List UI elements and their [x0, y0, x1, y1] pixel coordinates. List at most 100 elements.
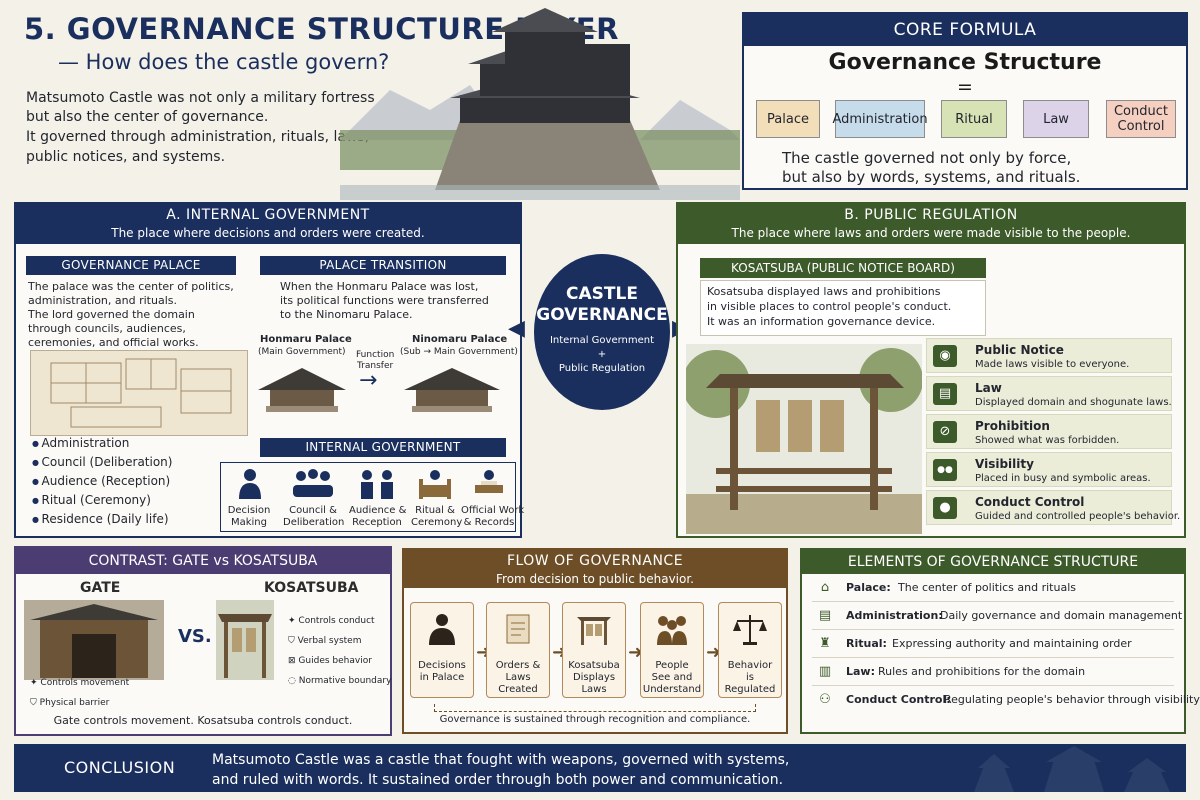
regulation-item-visibility: ●● Visibility Placed in busy and symboli…: [926, 452, 1172, 487]
kosatsuba-label: KOSATSUBA (PUBLIC NOTICE BOARD): [700, 258, 986, 278]
flow-line: Decisions: [418, 660, 466, 671]
formula-box-administration: Administration: [832, 100, 928, 138]
decision-making-icon: [239, 469, 261, 499]
gate-feature-movement: ✦ Controls movement: [30, 678, 129, 688]
element-value: Rules and prohibitions for the domain: [878, 665, 1086, 678]
item-title: Law: [975, 381, 1002, 395]
oval-subtitle: Internal Government + Public Regulation: [534, 334, 670, 376]
ninomaru-palace-image: [404, 368, 500, 412]
vs-label: VS.: [178, 626, 212, 647]
figure-label: Council &: [289, 505, 337, 516]
formula-box-law: Law: [1023, 100, 1089, 138]
people-icon: ⚇: [819, 692, 831, 707]
flow-line: Behavior: [727, 660, 773, 671]
conclusion-line: and ruled with words. It sustained order…: [212, 772, 784, 788]
internal-government-panel: A. INTERNAL GOVERNMENT The place where d…: [14, 202, 525, 538]
oval-line-public: Public Regulation: [558, 363, 646, 374]
feature-text: Verbal system: [297, 636, 362, 646]
flow-panel: FLOW OF GOVERNANCE From decision to publ…: [402, 548, 788, 734]
honmaru-sub: (Main Government): [258, 347, 346, 357]
palace-text: The lord governed the domain: [28, 308, 195, 321]
feature-text: Guides behavior: [298, 656, 372, 666]
contrast-panel: CONTRAST: GATE vs KOSATSUBA GATE KOSATSU…: [14, 546, 392, 736]
flow-line: Laws: [581, 684, 607, 695]
elements-title: ELEMENTS OF GOVERNANCE STRUCTURE: [802, 550, 1184, 574]
flow-line: See and: [651, 672, 693, 683]
guide-icon: ⊠: [288, 656, 296, 666]
flow-arrow-icon: ➜: [706, 642, 722, 663]
bullet-residence: Residence (Daily life): [32, 512, 169, 526]
flow-line: Understand: [642, 684, 702, 695]
contrast-footer: Gate controls movement. Kosatsuba contro…: [53, 714, 353, 727]
flow-line: is: [746, 672, 754, 683]
figure-label: Deliberation: [283, 517, 345, 528]
intro-line: Matsumoto Castle was not only a military…: [26, 90, 375, 106]
palace-transition-label: PALACE TRANSITION: [260, 256, 506, 275]
regulation-item-law: ▤ Law Displayed domain and shogunate law…: [926, 376, 1172, 411]
flow-line: People: [655, 660, 689, 671]
element-value: Regulating people's behavior through vis…: [944, 693, 1200, 706]
panel-b-subtitle: The place where laws and orders were mad…: [731, 226, 1131, 240]
gate-image: [24, 600, 164, 680]
bullet-administration: Administration: [32, 436, 130, 450]
element-row-law: ▥ Law: Rules and prohibitions for the do…: [812, 658, 1174, 686]
oval-line-internal: Internal Government: [549, 335, 655, 346]
regulation-item-public-notice: ◉ Public Notice Made laws visible to eve…: [926, 338, 1172, 373]
transition-text: to the Ninomaru Palace.: [280, 308, 413, 321]
person-icon: ✦: [288, 616, 296, 626]
intro-line: It governed through administration, ritu…: [26, 129, 370, 145]
item-desc: Guided and controlled people's behavior.: [975, 511, 1181, 522]
noticeboard-icon: [577, 617, 611, 645]
figure-label: Ritual &: [415, 505, 455, 516]
boundary-icon: ◌: [288, 676, 296, 686]
element-value: Daily governance and domain management: [940, 609, 1183, 622]
figure-label: Audience &: [349, 505, 407, 516]
transfer-label: Transfer: [357, 361, 394, 371]
flow-footer: Governance is sustained through recognit…: [439, 714, 751, 725]
ritual-icon: [419, 470, 451, 499]
panel-b-title: B. PUBLIC REGULATION: [844, 207, 1018, 223]
figure-label: Official Work: [461, 505, 525, 516]
public-regulation-panel: B. PUBLIC REGULATION The place where law…: [676, 202, 1186, 538]
figure-label: Decision: [227, 505, 271, 516]
eye-icon: ◉: [933, 345, 957, 367]
element-value: The center of politics and rituals: [898, 581, 1076, 594]
element-key: Law:: [846, 665, 875, 678]
gate-feature-barrier: ⛉ Physical barrier: [30, 698, 109, 708]
ninomaru-sub: (Sub → Main Government): [400, 347, 518, 357]
people-icon: ●●: [933, 459, 957, 481]
walking-icon: ✦: [30, 678, 38, 688]
flow-line: Laws: [505, 672, 531, 683]
oval-plus: +: [597, 349, 607, 360]
conclusion-bar: CONCLUSION Matsumoto Castle was a castle…: [14, 744, 1186, 792]
oval-title-line2: GOVERNANCE: [536, 305, 668, 325]
element-key: Ritual:: [846, 637, 887, 650]
page-subtitle: — How does the castle govern?: [58, 50, 390, 74]
element-key: Conduct Control:: [846, 693, 951, 706]
palace-icon: ⌂: [820, 580, 830, 595]
element-key: Administration:: [846, 609, 943, 622]
regulation-item-conduct-control: ● Conduct Control Guided and controlled …: [926, 490, 1180, 525]
ritual-icon: ♜: [819, 636, 831, 651]
item-title: Prohibition: [975, 419, 1050, 433]
kosatsuba-text: It was an information governance device.: [707, 315, 936, 328]
feature-text: Physical barrier: [39, 698, 110, 708]
oval-title: CASTLE GOVERNANCE: [534, 284, 670, 326]
shield-icon: ⛉: [288, 636, 295, 646]
council-icon: [293, 469, 333, 497]
flow-header: FLOW OF GOVERNANCE From decision to publ…: [404, 550, 786, 588]
official-work-icon: [475, 470, 503, 493]
honmaru-label: Honmaru Palace: [260, 334, 352, 345]
figure-label: Ceremony: [411, 517, 463, 528]
flow-line: in Palace: [419, 672, 465, 683]
kosatsuba-image: [216, 600, 274, 680]
people-icon: [657, 616, 687, 645]
contrast-title: CONTRAST: GATE vs KOSATSUBA: [16, 548, 390, 574]
